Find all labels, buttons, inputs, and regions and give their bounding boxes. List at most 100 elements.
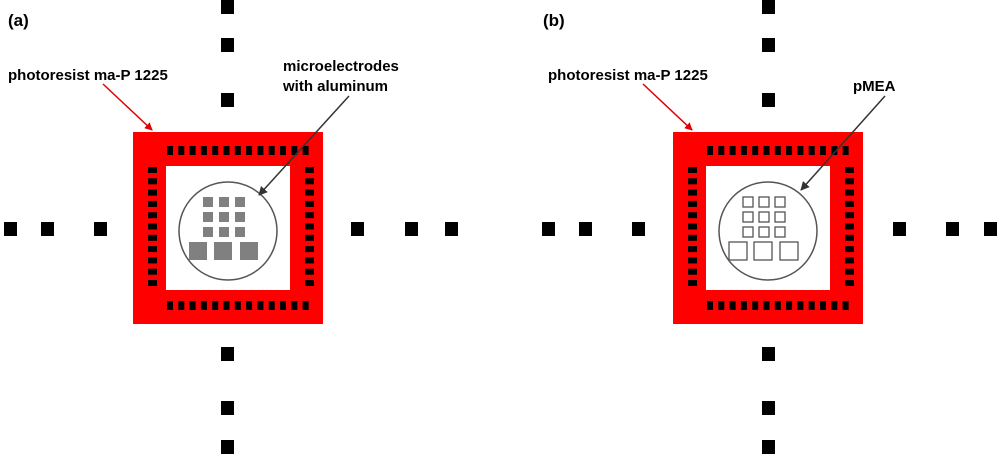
contact-pad	[305, 167, 314, 173]
electrode-array-a	[178, 181, 278, 281]
alignment-mark	[94, 222, 107, 236]
contact-pad	[148, 223, 157, 230]
contact-pad	[707, 146, 713, 155]
contact-pad	[845, 212, 854, 219]
aluminum-electrode	[235, 197, 245, 207]
contact-pad	[223, 146, 230, 155]
contact-pad	[148, 268, 157, 275]
electrode-label-b: pMEA	[853, 78, 896, 95]
contact-pad	[305, 189, 314, 196]
electrode-arrow-b	[800, 95, 886, 191]
electrode-label-a-line2: with aluminum	[282, 78, 388, 95]
contact-pad	[774, 146, 781, 155]
contact-pad	[763, 146, 770, 155]
panel-b-label: (b)	[543, 11, 565, 30]
alignment-mark	[41, 222, 54, 236]
pmea-electrode	[774, 196, 786, 208]
electrode-array-b	[718, 181, 818, 281]
contact-pad	[280, 301, 286, 310]
alignment-mark	[405, 222, 418, 236]
aluminum-electrodes	[189, 197, 258, 260]
pmea-electrode	[728, 241, 748, 261]
contact-pad	[688, 268, 697, 275]
contact-pad	[305, 223, 314, 230]
contact-pad	[189, 301, 196, 310]
contact-pad	[845, 200, 854, 207]
contact-pad	[718, 146, 725, 155]
contact-pad	[842, 146, 849, 155]
alignment-mark	[221, 38, 234, 52]
contact-pad	[268, 301, 275, 310]
contact-pad	[148, 200, 157, 207]
contact-pad	[718, 301, 725, 310]
contact-pad	[740, 301, 747, 310]
contact-pad	[148, 178, 157, 185]
aluminum-electrode	[189, 242, 207, 260]
alignment-mark	[542, 222, 555, 236]
contact-pad	[752, 301, 759, 310]
contact-pads	[688, 146, 854, 310]
contact-pad	[808, 146, 815, 155]
contact-pad	[200, 301, 207, 310]
contact-pad	[763, 301, 770, 310]
contact-pad	[246, 301, 253, 310]
contact-pad	[305, 257, 314, 264]
contact-pad	[148, 246, 157, 253]
photoresist-label-a: photoresist ma-P 1225	[8, 67, 168, 84]
alignment-mark	[893, 222, 906, 236]
contact-pad	[842, 301, 849, 310]
contact-pad	[212, 301, 219, 310]
pmea-electrode	[758, 211, 770, 223]
contact-pad	[302, 301, 309, 310]
contact-pad	[291, 301, 298, 310]
aluminum-electrode	[235, 212, 245, 222]
alignment-mark	[445, 222, 458, 236]
aluminum-electrode	[214, 242, 232, 260]
contact-pad	[257, 301, 264, 310]
contact-pad	[786, 146, 793, 155]
contact-pad	[200, 146, 207, 155]
panel-a-label: (a)	[8, 11, 29, 30]
electrode-arrow-a	[258, 95, 350, 196]
contact-pad	[688, 167, 697, 173]
contact-pad	[305, 246, 314, 253]
contact-pad	[845, 268, 854, 275]
contact-pad	[845, 246, 854, 253]
contact-pad	[688, 234, 697, 241]
contact-pads	[148, 146, 314, 310]
aluminum-electrode	[240, 242, 258, 260]
alignment-mark	[221, 347, 234, 361]
contact-pad	[688, 223, 697, 230]
alignment-marks-a	[4, 0, 458, 454]
alignment-mark	[762, 347, 775, 361]
contact-pad	[831, 301, 838, 310]
alignment-mark	[762, 0, 775, 14]
alignment-mark	[221, 0, 234, 14]
contact-pad	[688, 212, 697, 219]
alignment-mark	[4, 222, 17, 236]
contact-pad	[688, 257, 697, 264]
pmea-electrode	[742, 196, 754, 208]
pmea-electrode	[742, 211, 754, 223]
contact-pad	[148, 167, 157, 173]
contact-pad	[797, 146, 804, 155]
contact-pad	[212, 146, 219, 155]
contact-pad	[845, 189, 854, 196]
contact-pad	[729, 146, 736, 155]
contact-pad	[178, 301, 185, 310]
contact-pad	[820, 301, 826, 310]
alignment-mark	[762, 401, 775, 415]
contact-pad	[845, 223, 854, 230]
pmea-electrodes	[728, 196, 799, 261]
contact-pad	[305, 280, 314, 286]
contact-pad	[740, 146, 747, 155]
contact-pad	[148, 257, 157, 264]
contact-pad	[305, 200, 314, 207]
contact-pad	[786, 301, 793, 310]
contact-pad	[845, 234, 854, 241]
contact-pad	[305, 268, 314, 275]
contact-pad	[688, 178, 697, 185]
contact-pad	[302, 146, 309, 155]
contact-pad	[167, 146, 173, 155]
alignment-mark	[762, 440, 775, 454]
